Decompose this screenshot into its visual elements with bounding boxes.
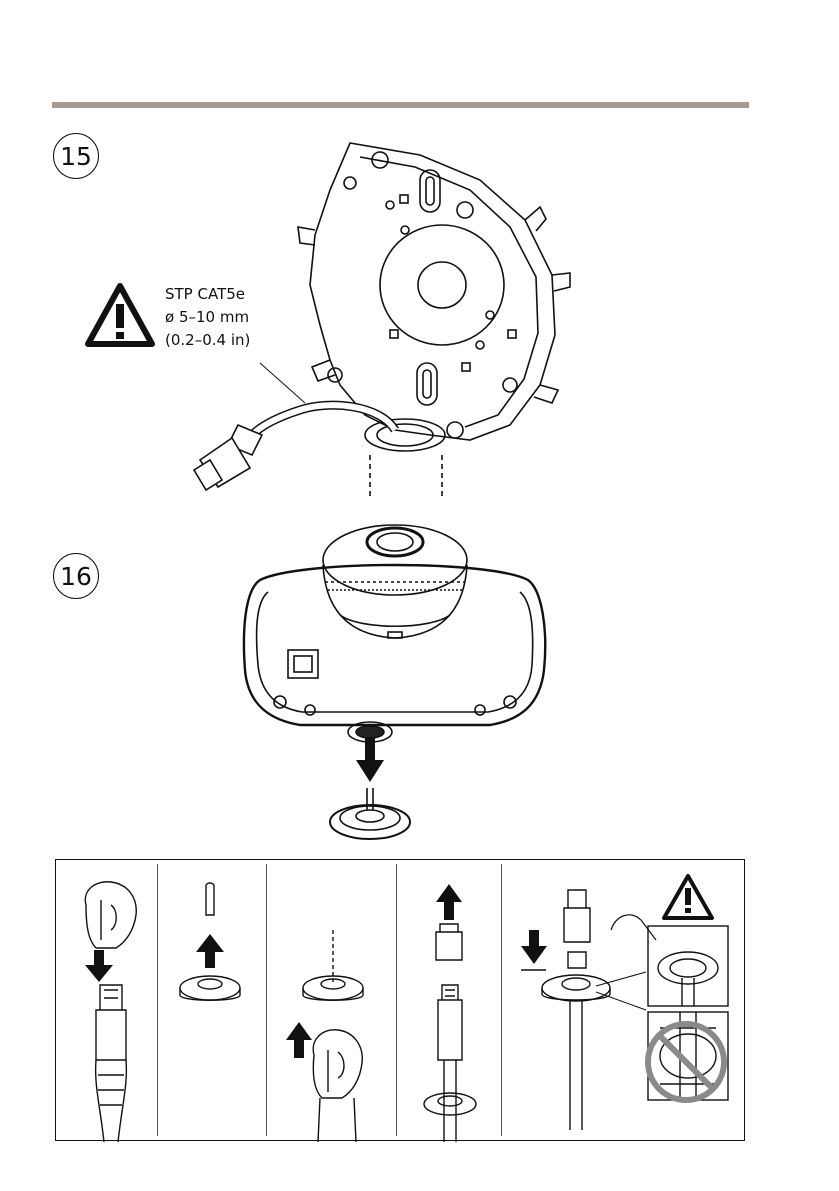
panel-illustrations xyxy=(56,860,746,1142)
header-rule xyxy=(52,102,749,108)
arrow-down-icon xyxy=(521,930,547,964)
gasket-instruction-panel xyxy=(55,859,745,1141)
arrow-up-icon xyxy=(436,884,462,920)
arrow-up-icon xyxy=(196,934,224,968)
mounting-bracket-illustration xyxy=(180,135,580,505)
prohibited-icon xyxy=(648,1024,724,1100)
camera-housing-illustration xyxy=(240,520,550,850)
arrow-up-icon xyxy=(286,1022,312,1058)
arrow-down-icon xyxy=(356,738,384,782)
warning-icon xyxy=(664,876,712,918)
warning-icon xyxy=(84,282,156,350)
step-16-badge: 16 xyxy=(53,553,99,599)
arrow-down-icon xyxy=(85,950,113,982)
step-15-badge: 15 xyxy=(53,133,99,179)
